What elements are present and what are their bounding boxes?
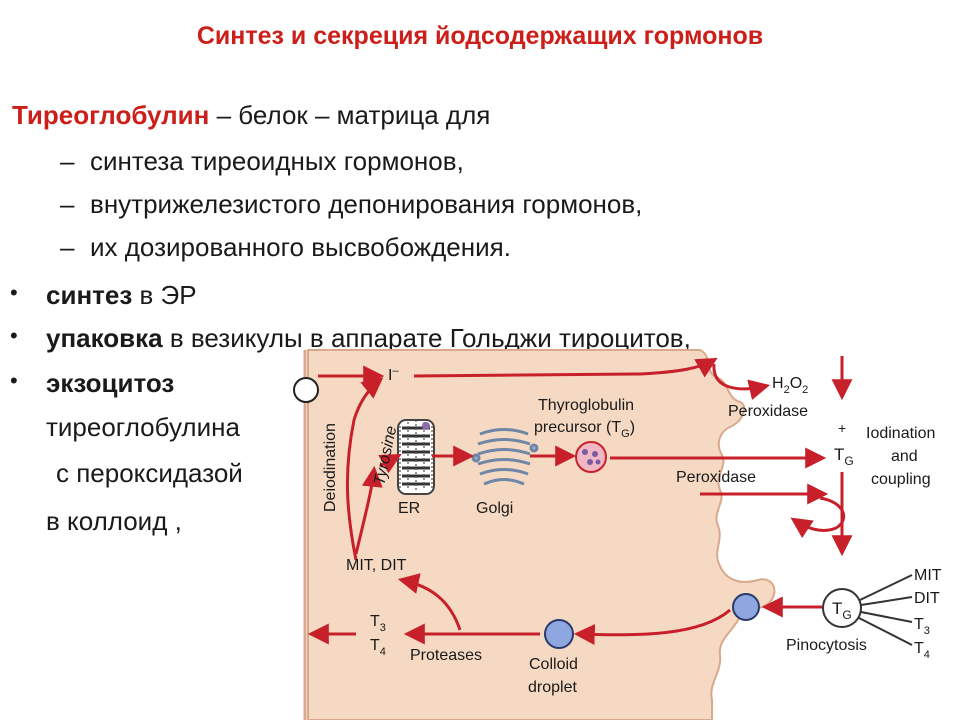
slide-title: Синтез и секреция йодсодержащих гормонов [196,22,764,50]
proteases-label: Proteases [410,647,482,664]
tg-vesicle [575,441,607,473]
droplet-label: droplet [528,679,577,696]
dash-mark: – [60,146,75,176]
bullet-rest: в везикулы в аппарате Гольджи тироцитов, [162,323,691,353]
tg-top-label: TG [834,445,854,468]
t4-label: T4 [370,637,386,658]
dash-mark: – [60,232,75,262]
product-mit-label: MIT [914,567,942,584]
peroxidase-mid-label: Peroxidase [676,469,756,486]
bullet-bold: синтез [46,280,133,310]
lead-term: Тиреоглобулин [12,100,210,130]
dash-item-text: внутрижелезистого депонирования гормонов… [90,189,643,219]
golgi-label: Golgi [476,500,513,517]
iodide-label: I– [388,365,399,384]
lead-rest: – белок – матрица для [209,100,491,130]
dash-item-text: синтеза тиреоидных гормонов, [90,146,464,176]
mit-dit-tyrosine-arrow [354,465,383,555]
tg-colloid-label: TG [832,599,852,622]
iodination-label: Iodination [866,425,935,442]
dash-mark: – [60,189,75,219]
bullet-mark: • [10,368,18,393]
droplet-path-arrow [573,608,731,646]
lead-line: Тиреоглобулин – белок – матрица для [12,100,490,131]
exocytosis-line: в коллоид , [46,506,182,536]
precursor-label-1: Thyroglobulin [538,397,634,414]
bullet-bold: экзоцитоз [46,368,175,398]
bullet-bold: упаковка [46,323,163,353]
peroxidase-top-label: Peroxidase [728,403,808,420]
tyrosine-er-arrow [378,453,402,474]
er-label: ER [398,500,420,517]
tg-products-lines [858,574,913,646]
precursor-label-2: precursor (TG) [534,419,635,440]
bullet-item: • синтез в ЭР [10,280,197,311]
exocytosis-line: тиреоглобулина [46,412,240,442]
secretion-curve-arrow [790,496,846,539]
bullet-rest: в ЭР [132,280,197,310]
iodide-transport-arrow [413,357,718,378]
deiodination-up-arrow [345,377,384,561]
mit-dit-label: MIT, DIT [346,557,407,574]
exocytosis-line: с пероксидазой [56,458,243,488]
t3-label: T3 [370,613,386,634]
plus-label: + [838,420,846,436]
dash-item: –внутрижелезистого депонирования гормоно… [60,189,642,220]
dash-item: –их дозированного высвобождения. [60,232,511,263]
colloid-droplet-icon [544,619,574,649]
colloid-droplet-icon [732,593,760,621]
coupling-label: coupling [871,471,931,488]
mit-dit-curve-arrow [397,573,462,631]
pinocytosis-label: Pinocytosis [786,637,867,654]
h2o2-label: H2O2 [772,375,808,396]
golgi-icon [471,428,539,486]
h2o2-arrow [712,363,771,401]
bullet-item: • упаковка в везикулы в аппарате Гольджи … [10,323,691,354]
deiodination-label: Deiodination [322,423,339,512]
product-dit-label: DIT [914,590,940,607]
and-label: and [891,448,918,465]
bullet-item: • экзоцитоз [10,368,174,399]
bullet-mark: • [10,323,18,348]
product-t4-label: T4 [914,640,930,661]
dash-item: –синтеза тиреоидных гормонов, [60,146,464,177]
dash-item-text: их дозированного высвобождения. [90,232,511,262]
er-icon [397,419,435,495]
bullet-mark: • [10,280,18,305]
product-t3-label: T3 [914,616,930,637]
tg-colloid-circle [822,588,862,628]
iodide-pump-icon [293,377,319,403]
colloid-label: Colloid [529,656,578,673]
